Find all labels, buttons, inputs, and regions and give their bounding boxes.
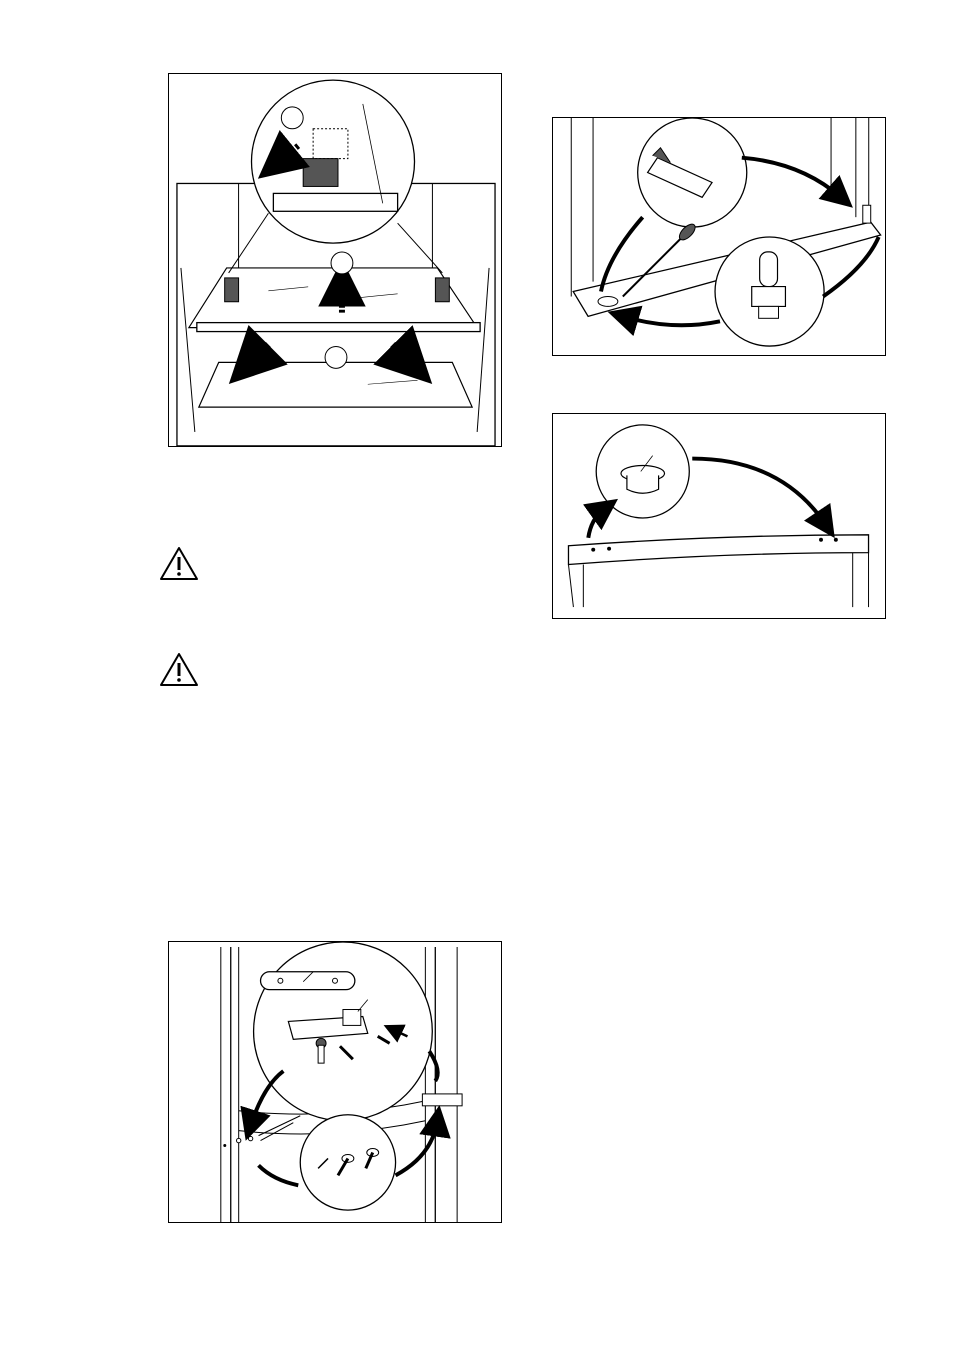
hinge-pin-illustration: [553, 118, 885, 355]
shelf-removal-illustration: [169, 74, 501, 446]
hole-cap-figure: [552, 413, 886, 619]
shelf-removal-figure: [168, 73, 502, 447]
hole-cap-illustration: [553, 414, 885, 618]
handle-bracket-figure: [168, 941, 502, 1223]
handle-bracket-illustration: [169, 942, 501, 1222]
warning-triangle-icon: [159, 652, 199, 688]
door-hinge-pin-figure: [552, 117, 886, 356]
warning-triangle-icon: [159, 546, 199, 582]
